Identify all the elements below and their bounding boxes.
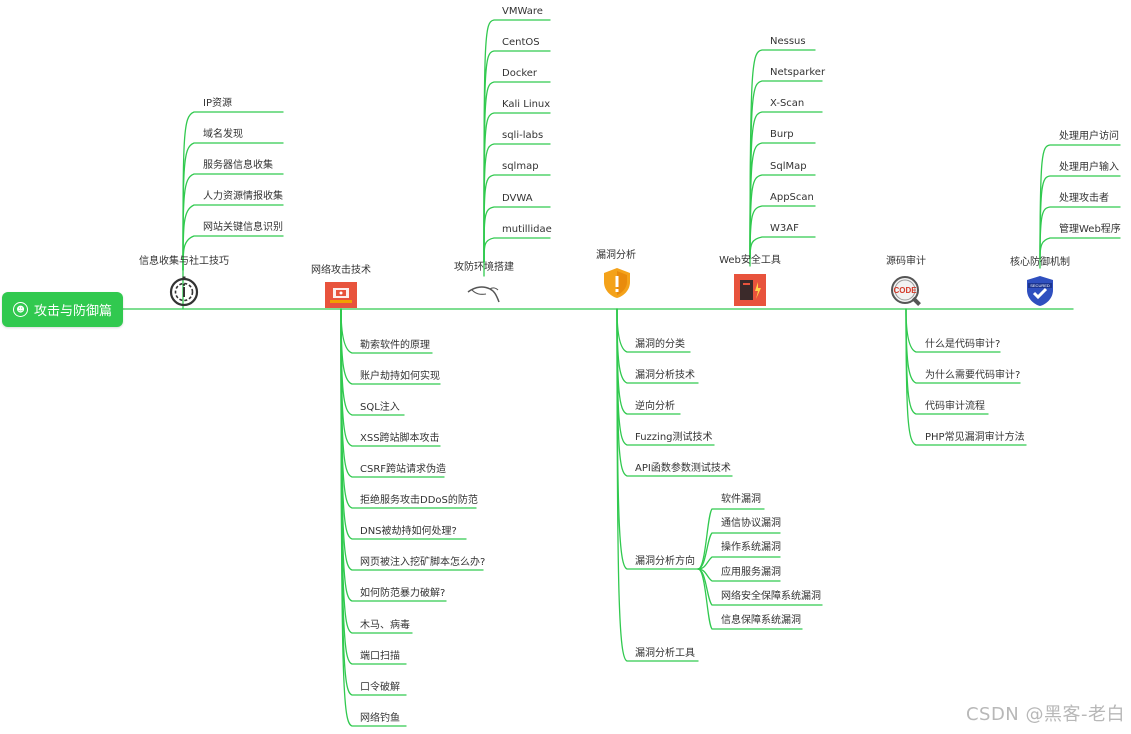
attack-item-bruteforce[interactable]: 如何防范暴力破解? bbox=[360, 588, 446, 599]
kali-dragon-icon bbox=[467, 286, 500, 303]
attack-item-ransomware[interactable]: 勒索软件的原理 bbox=[360, 340, 430, 351]
info-item-site-key[interactable]: 网站关键信息识别 bbox=[203, 222, 283, 233]
env-item-centos[interactable]: CentOS bbox=[502, 37, 540, 48]
attack-item-dns[interactable]: DNS被劫持如何处理? bbox=[360, 526, 457, 537]
shield-warning-icon bbox=[604, 268, 630, 298]
vuln-direction-service[interactable]: 应用服务漏洞 bbox=[721, 567, 781, 578]
topic-attack-title[interactable]: 网络攻击技术 bbox=[311, 265, 371, 276]
env-item-mutillidae[interactable]: mutillidae bbox=[502, 224, 552, 235]
web-item-netsparker[interactable]: Netsparker bbox=[770, 67, 826, 78]
attack-item-ddos[interactable]: 拒绝服务攻击DDoS的防范 bbox=[360, 495, 478, 506]
attack-item-mining[interactable]: 网页被注入挖矿脚本怎么办? bbox=[360, 557, 486, 568]
vuln-item-techniques[interactable]: 漏洞分析技术 bbox=[635, 370, 695, 381]
vuln-item-classification[interactable]: 漏洞的分类 bbox=[635, 339, 685, 350]
vuln-item-direction[interactable]: 漏洞分析方向 bbox=[635, 556, 695, 567]
code-item-why[interactable]: 为什么需要代码审计? bbox=[925, 370, 1021, 381]
vuln-item-reverse[interactable]: 逆向分析 bbox=[635, 401, 675, 412]
env-item-docker[interactable]: Docker bbox=[502, 68, 538, 79]
vuln-item-tools[interactable]: 漏洞分析工具 bbox=[635, 648, 695, 659]
root-node[interactable]: ☻ 攻击与防御篇 bbox=[2, 292, 123, 327]
code-item-php[interactable]: PHP常见漏洞审计方法 bbox=[925, 432, 1025, 443]
web-item-burp[interactable]: Burp bbox=[770, 129, 794, 140]
attack-item-portscan[interactable]: 端口扫描 bbox=[360, 651, 400, 662]
topic-vuln-title[interactable]: 漏洞分析 bbox=[596, 250, 636, 261]
root-label: 攻击与防御篇 bbox=[33, 304, 112, 319]
vuln-direction-os[interactable]: 操作系统漏洞 bbox=[721, 542, 781, 553]
core-item-access[interactable]: 处理用户访问 bbox=[1059, 131, 1119, 142]
env-item-vmware[interactable]: VMWare bbox=[502, 6, 543, 17]
vuln-item-api[interactable]: API函数参数测试技术 bbox=[635, 463, 731, 474]
vuln-direction-software[interactable]: 软件漏洞 bbox=[721, 494, 761, 505]
vuln-direction-protocol[interactable]: 通信协议漏洞 bbox=[721, 518, 781, 529]
user-circle-icon: ☻ bbox=[12, 302, 28, 317]
env-item-sqli-labs[interactable]: sqli-labs bbox=[502, 130, 544, 141]
info-item-ip[interactable]: IP资源 bbox=[203, 98, 232, 109]
vuln-item-fuzzing[interactable]: Fuzzing测试技术 bbox=[635, 432, 713, 443]
code-magnifier-icon: CODE bbox=[891, 276, 921, 306]
secured-icon-text: SECURED bbox=[1030, 283, 1050, 288]
env-item-kali[interactable]: Kali Linux bbox=[502, 99, 551, 110]
attack-item-xss[interactable]: XSS跨站脚本攻击 bbox=[360, 433, 440, 444]
attack-item-csrf[interactable]: CSRF跨站请求伪造 bbox=[360, 464, 447, 475]
core-item-manage[interactable]: 管理Web程序 bbox=[1059, 224, 1121, 235]
topic-code-title[interactable]: 源码审计 bbox=[886, 256, 926, 267]
web-item-appscan[interactable]: AppScan bbox=[770, 192, 814, 203]
env-item-sqlmap[interactable]: sqlmap bbox=[502, 161, 539, 172]
code-item-process[interactable]: 代码审计流程 bbox=[925, 401, 985, 412]
web-item-nessus[interactable]: Nessus bbox=[770, 36, 806, 47]
code-icon-text: CODE bbox=[893, 286, 917, 295]
web-item-sqlmap[interactable]: SqlMap bbox=[770, 161, 807, 172]
code-item-what[interactable]: 什么是代码审计? bbox=[925, 339, 1001, 350]
attack-item-trojan[interactable]: 木马、病毒 bbox=[360, 620, 410, 631]
laptop-alert-icon bbox=[325, 282, 357, 308]
topic-core-title[interactable]: 核心防御机制 bbox=[1010, 257, 1070, 268]
topic-env-title[interactable]: 攻防环境搭建 bbox=[454, 262, 514, 273]
watermark: CSDN @黑客-老白 bbox=[965, 704, 1125, 725]
info-item-server[interactable]: 服务器信息收集 bbox=[203, 160, 273, 171]
info-item-domain[interactable]: 域名发现 bbox=[203, 129, 243, 140]
web-tool-icon bbox=[734, 274, 766, 306]
env-item-dvwa[interactable]: DVWA bbox=[502, 193, 533, 204]
attack-item-sqli[interactable]: SQL注入 bbox=[360, 402, 400, 413]
stopwatch-info-icon bbox=[169, 276, 199, 307]
web-item-w3af[interactable]: W3AF bbox=[770, 223, 799, 234]
vuln-direction-infosec[interactable]: 信息保障系统漏洞 bbox=[721, 615, 801, 626]
attack-item-password[interactable]: 口令破解 bbox=[360, 682, 400, 693]
web-item-xscan[interactable]: X-Scan bbox=[770, 98, 805, 109]
info-item-hr[interactable]: 人力资源情报收集 bbox=[203, 191, 283, 202]
vuln-direction-netsec[interactable]: 网络安全保障系统漏洞 bbox=[721, 591, 821, 602]
core-item-input[interactable]: 处理用户输入 bbox=[1059, 162, 1119, 173]
topic-info-title[interactable]: 信息收集与社工技巧 bbox=[139, 256, 229, 267]
topic-web-title[interactable]: Web安全工具 bbox=[719, 255, 781, 266]
attack-item-account[interactable]: 账户劫持如何实现 bbox=[360, 371, 440, 382]
core-item-attacker[interactable]: 处理攻击者 bbox=[1059, 193, 1109, 204]
secured-shield-icon: SECURED bbox=[1027, 276, 1053, 306]
attack-item-phishing[interactable]: 网络钓鱼 bbox=[360, 713, 400, 724]
